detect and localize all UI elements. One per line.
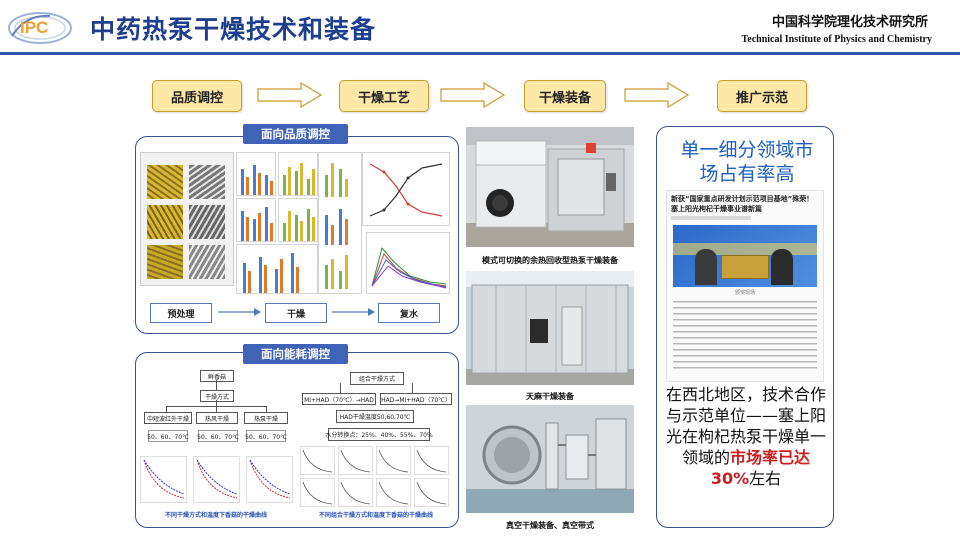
arrow-right-icon (218, 308, 261, 316)
logo-text: IPC (20, 18, 48, 37)
news-photo (673, 225, 817, 287)
vacuum-dryer-photo (466, 405, 634, 513)
equipment-caption-2: 天麻干燥装备 (526, 392, 574, 401)
mini-bar-chart (278, 198, 318, 242)
equipment-caption-1: 模式可切换的余热回收型热泵干燥装备 (482, 256, 618, 265)
rehydration-line-plot (362, 152, 450, 226)
ipc-logo: IPC (8, 12, 72, 44)
mini-bar-chart (236, 244, 318, 294)
flow-node: 鲜香菇 (200, 370, 234, 382)
flow-step-process: 干燥工艺 (339, 80, 429, 112)
news-body-text (673, 301, 817, 373)
drying-method-flowchart: 鲜香菇 干燥方式 中短波红外干燥 热风干燥 热泵干燥 50、60、70℃ 50、… (140, 368, 290, 452)
news-title: 新获“国家重点研发计划示范项目基地”殊荣！塞上阳光枸杞干燥事业谱新篇 (671, 195, 814, 213)
energy-panel-tag: 面向能耗调控 (243, 344, 348, 364)
mini-bar-chart (236, 152, 276, 196)
flow-step-quality: 品质调控 (152, 80, 242, 112)
arrow-right-icon (332, 308, 375, 316)
flow-step-equipment: 干燥装备 (524, 80, 606, 112)
mini-bar-chart (236, 198, 276, 242)
drying-curves-right (300, 446, 449, 507)
flow-node: 干燥方式 (200, 390, 234, 402)
quality-step-rehydrate: 复水 (378, 303, 440, 323)
promotion-body-text: 在西北地区，技术合作与示范单位——塞上阳光在枸杞热泵干燥单一领域的 (666, 385, 827, 467)
news-photo-caption: 颁奖现场 (734, 290, 755, 296)
flow-step-promotion: 推广示范 (717, 80, 807, 112)
quality-step-dry: 干燥 (265, 303, 327, 323)
flow-node: 中短波红外干燥 (144, 412, 192, 424)
combined-drying-flowchart: 组合干燥方式 MI+HAD（70℃）→HAD HAD→MI+HAD（70℃） H… (300, 368, 452, 444)
promotion-heading: 单一细分领域市场占有率高 (680, 139, 814, 185)
flow-node: 50、60、70℃ (197, 430, 239, 442)
flow-node: 50、60、70℃ (147, 430, 189, 442)
micrograph-grid (140, 152, 234, 286)
energy-caption-left: 不同干燥方式和温度下香菇的干燥曲线 (164, 512, 267, 519)
flow-arrow-icon (440, 82, 506, 108)
quality-step-pretreat: 预处理 (150, 303, 212, 323)
equipment-caption-3: 真空干燥装备、真空带式 (506, 521, 594, 530)
flow-node: 水分转换点：25%、40%、55%、70% (325, 428, 433, 441)
energy-caption-right: 不同组合干燥方式和温度下香菇的干燥曲线 (318, 512, 433, 519)
flow-node: 热泵干燥 (244, 412, 288, 424)
gastrodia-dryer-photo (466, 271, 634, 385)
flow-arrow-icon (257, 82, 323, 108)
market-share-highlight: 市场率已达30% (710, 448, 811, 488)
institute-name-en: Technical Institute of Physics and Chemi… (741, 34, 932, 45)
flow-arrow-icon (624, 82, 690, 108)
promotion-body: 在西北地区，技术合作与示范单位——塞上阳光在枸杞热泵干燥单一领域的市场率已达30… (666, 384, 826, 489)
promotion-body-suffix: 左右 (749, 469, 782, 488)
temperature-line-plot (366, 232, 450, 294)
header: IPC 中药热泵干燥技术和装备 中国科学院理化技术研究所 Technical I… (0, 0, 960, 55)
quality-panel-tag: 面向品质调控 (243, 124, 348, 144)
mini-bar-chart (278, 152, 318, 196)
drying-curves-left (140, 456, 293, 503)
mini-bar-chart (318, 152, 362, 294)
flow-node: HAD→MI+HAD（70℃） (380, 393, 452, 405)
flow-node: 组合干燥方式 (350, 372, 404, 385)
flow-node: 50、60、70℃ (245, 430, 287, 442)
flow-node: MI+HAD（70℃）→HAD (302, 393, 376, 405)
page-title: 中药热泵干燥技术和装备 (90, 15, 377, 44)
heat-pump-dryer-photo (466, 127, 634, 247)
news-article-screenshot: 新获“国家重点研发计划示范项目基地”殊荣！塞上阳光枸杞干燥事业谱新篇 颁奖现场 (666, 190, 824, 382)
flow-node: 热风干燥 (196, 412, 238, 424)
header-divider (0, 52, 960, 55)
news-meta (671, 216, 751, 220)
institute-name-cn: 中国科学院理化技术研究所 (771, 15, 928, 30)
flow-node: HAD干燥温度50,60,70℃ (336, 410, 414, 423)
